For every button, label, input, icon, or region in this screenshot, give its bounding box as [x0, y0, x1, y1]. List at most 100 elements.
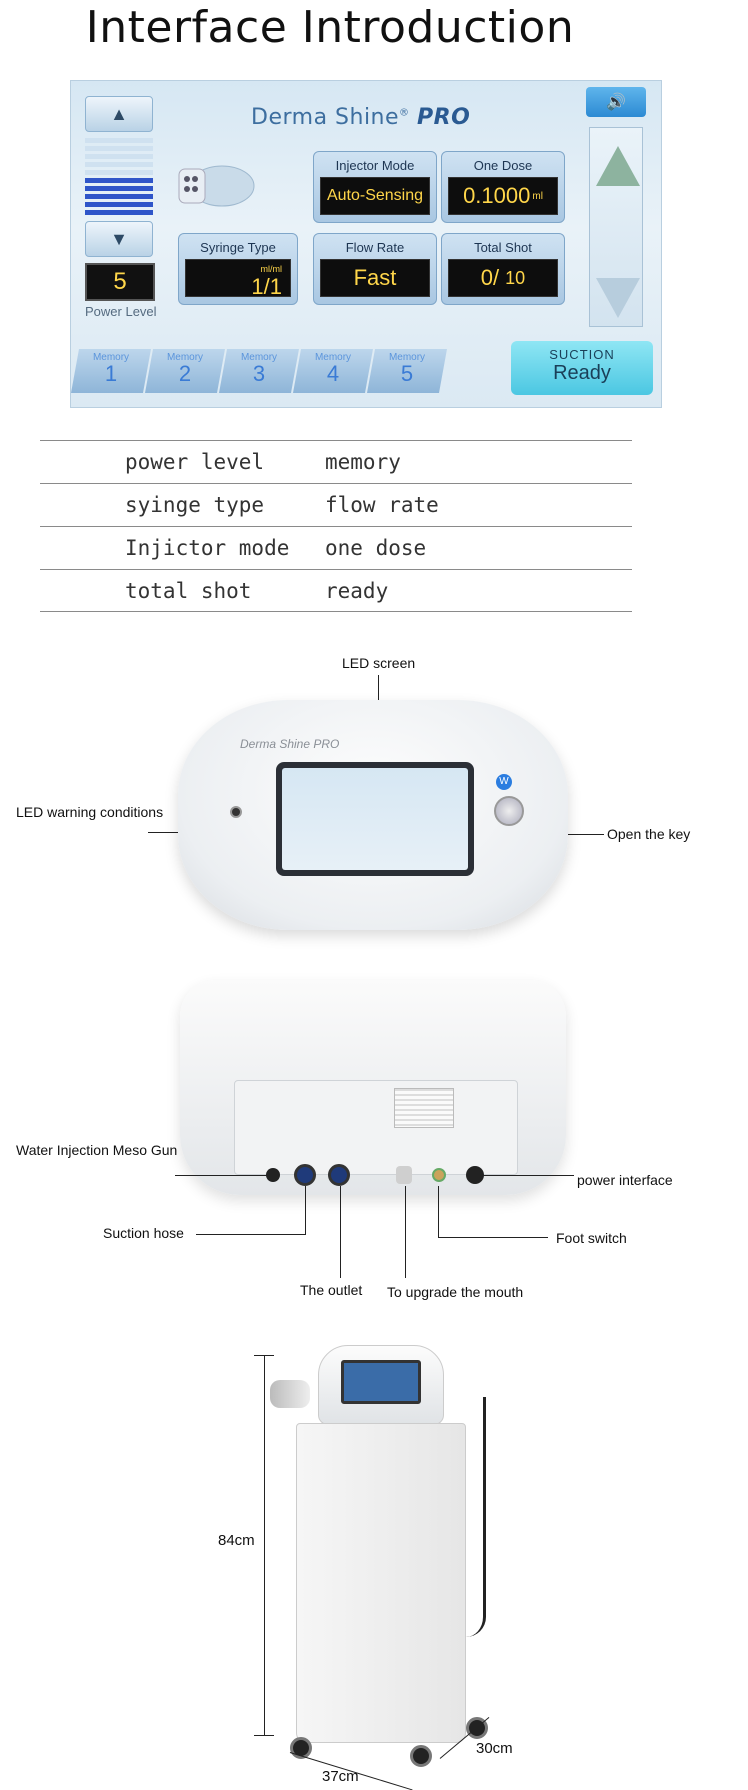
depth-dimension-label: 30cm [476, 1740, 513, 1757]
power-level-display: 5 [85, 263, 155, 301]
memory-number: 3 [252, 361, 266, 386]
speaker-button[interactable]: 🔊 [586, 87, 646, 117]
power-level-label: Power Level [85, 304, 157, 319]
height-dimension-line [264, 1355, 265, 1735]
rear-label-sticker [394, 1088, 454, 1128]
total-shot-value: 0/ [480, 265, 500, 290]
device-brand: Derma Shine PRO [240, 737, 340, 751]
power-level-bar [85, 178, 153, 183]
power-level-bar [85, 210, 153, 215]
callout-meso-gun: Water Injection Meso Gun [16, 1142, 178, 1158]
power-interface-port[interactable] [466, 1166, 484, 1184]
glossary-term-left: total shot [125, 578, 252, 603]
foot-switch-port[interactable] [432, 1168, 446, 1182]
flow-rate-button[interactable]: Flow Rate Fast [313, 233, 437, 305]
glossary-row: power level memory [40, 440, 632, 483]
power-level-bar [85, 138, 153, 143]
syringe-type-button[interactable]: Syringe Type ml/ml 1/1 [178, 233, 298, 305]
flow-rate-label: Flow Rate [345, 240, 405, 255]
brand-name: Derma Shine [251, 105, 400, 130]
flow-rate-value: Fast [320, 259, 430, 297]
total-shot-button[interactable]: Total Shot 0/10 [441, 233, 565, 305]
callout-line-upgrade [405, 1186, 406, 1278]
speaker-icon: 🔊 [606, 94, 626, 111]
callout-line-meso-gun [175, 1175, 270, 1176]
interface-panel: Derma Shine® PRO ▲ ▼ 5 Power Level Injec… [70, 80, 662, 408]
brand-logo: Derma Shine® PRO [251, 105, 470, 130]
callout-line-outlet [340, 1186, 341, 1278]
level-down-button[interactable]: ▼ [85, 221, 153, 257]
volume-slider[interactable] [589, 127, 643, 327]
handpiece-illustration [178, 165, 255, 207]
hose-cable [466, 1397, 486, 1637]
injector-mode-button[interactable]: Injector Mode Auto-Sensing [313, 151, 437, 223]
callout-outlet: The outlet [300, 1282, 363, 1298]
suction-hose-port[interactable] [294, 1164, 316, 1186]
one-dose-unit: ml [532, 190, 543, 202]
callout-led-warning: LED warning conditions [16, 804, 164, 820]
brand-registered-mark: ® [399, 107, 410, 119]
total-shot-total: 10 [505, 267, 526, 288]
memory-number: 2 [178, 361, 192, 386]
callout-line-suction-hose-v [305, 1186, 306, 1234]
total-shot-display: 0/10 [448, 259, 558, 297]
page-title: Interface Introduction [85, 2, 575, 53]
rear-panel [234, 1080, 518, 1175]
callout-line-power-interface [478, 1175, 574, 1176]
syringe-type-unit: ml/ml [260, 264, 283, 274]
trolley-cart [296, 1423, 466, 1743]
memory-number: 5 [400, 361, 414, 386]
height-dimension-tick-bottom [254, 1735, 274, 1736]
glossary-row: total shot ready [40, 569, 632, 612]
one-dose-label: One Dose [473, 158, 533, 173]
level-up-button[interactable]: ▲ [85, 96, 153, 132]
total-shot-label: Total Shot [474, 240, 532, 255]
memory-label: Memory [166, 352, 204, 363]
stand-head-unit [318, 1345, 444, 1425]
suction-status: Ready [553, 362, 611, 384]
syringe-type-value: 1/1 [251, 274, 282, 299]
memory-label: Memory [388, 352, 426, 363]
chevron-up-icon: ▲ [110, 103, 128, 124]
glossary-term-right: ready [325, 578, 389, 603]
outlet-port[interactable] [328, 1164, 350, 1186]
power-level-bar [85, 170, 153, 175]
memory-number: 1 [104, 361, 118, 386]
glossary-term-right: memory [325, 450, 401, 474]
volume-down-icon[interactable] [596, 278, 640, 318]
power-key-button[interactable] [494, 796, 524, 826]
upgrade-port[interactable] [396, 1166, 412, 1184]
suction-label: SUCTION [549, 347, 615, 362]
brand-w-icon: W [496, 774, 512, 790]
callout-led-screen: LED screen [342, 655, 416, 671]
power-level-bar [85, 202, 153, 207]
injector-mode-label: Injector Mode [335, 158, 415, 173]
power-level-bars [85, 138, 153, 215]
callout-line-foot-switch-v [438, 1186, 439, 1237]
memory-label: Memory [92, 352, 130, 363]
volume-up-icon[interactable] [596, 146, 640, 186]
meso-gun-port[interactable] [266, 1168, 280, 1182]
glossary-term-left: Injictor mode [125, 536, 290, 560]
power-level-bar [85, 154, 153, 159]
power-level-bar [85, 146, 153, 151]
glossary-term-right: flow rate [325, 493, 439, 517]
suction-ready-button[interactable]: SUCTION Ready [511, 341, 653, 395]
brand-pro: PRO [417, 105, 471, 130]
one-dose-value: 0.1000 [463, 183, 531, 208]
glossary-term-left: power level [125, 450, 265, 474]
warning-lamp-icon [230, 806, 242, 818]
power-level-control: ▲ ▼ 5 Power Level [85, 96, 160, 319]
power-level-bar [85, 162, 153, 167]
syringe-type-label: Syringe Type [200, 240, 276, 255]
injector-mode-value: Auto-Sensing [320, 177, 430, 215]
